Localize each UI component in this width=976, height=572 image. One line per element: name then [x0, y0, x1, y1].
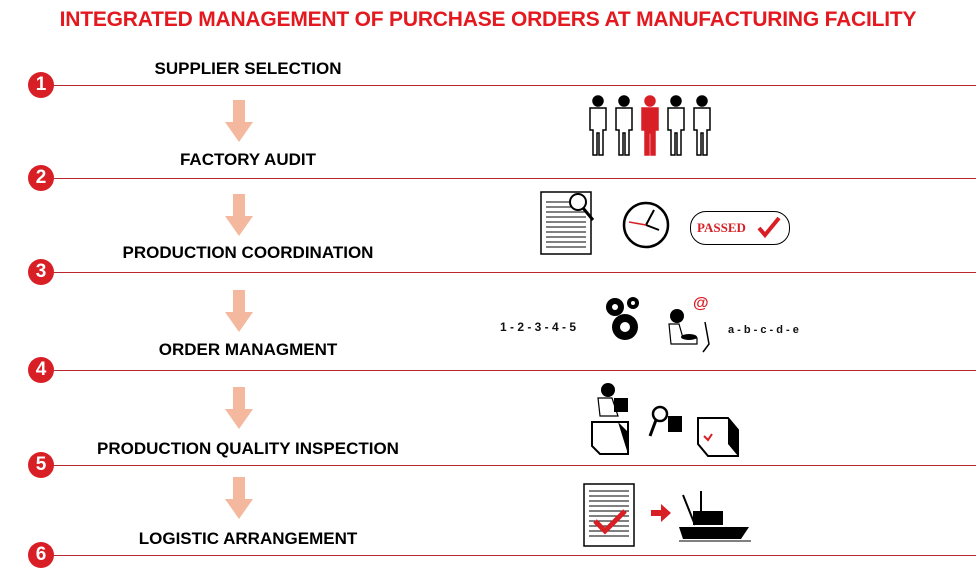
step-1-number-badge: 1 — [28, 72, 54, 98]
letter-sequence-text: a - b - c - d - e — [728, 324, 799, 336]
down-arrow-icon — [225, 387, 253, 429]
step-3-divider — [44, 272, 976, 273]
step-4-label: ORDER MANAGMENT — [158, 340, 338, 359]
step-1-label: SUPPLIER SELECTION — [154, 59, 342, 78]
step-6-number-badge: 6 — [28, 542, 54, 568]
person-at-computer-icon: @ — [668, 295, 710, 353]
step-5-divider — [44, 465, 976, 466]
step-5-number-badge: 5 — [28, 452, 54, 478]
step-5-label: PRODUCTION QUALITY INSPECTION — [97, 439, 399, 458]
down-arrow-icon — [225, 290, 253, 332]
step-6-divider — [44, 555, 976, 556]
document-search-icon — [540, 191, 595, 255]
down-arrow-icon — [225, 194, 253, 236]
down-arrow-icon — [225, 477, 253, 519]
number-sequence-text: 1 - 2 - 3 - 4 - 5 — [500, 320, 577, 334]
step-3-label: PRODUCTION COORDINATION — [122, 243, 374, 262]
step-2-label: FACTORY AUDIT — [179, 150, 316, 169]
down-arrow-icon — [225, 100, 253, 142]
gears-icon — [606, 297, 639, 340]
clock-icon — [622, 201, 670, 249]
step-4-number-badge: 4 — [28, 357, 54, 383]
checkmark-icon — [757, 216, 781, 238]
step-6-label: LOGISTIC ARRANGEMENT — [138, 529, 358, 548]
step-2-number-badge: 2 — [28, 165, 54, 191]
passed-label: PASSED — [697, 220, 746, 235]
passed-badge: PASSED — [690, 211, 790, 245]
step-4-divider — [44, 370, 976, 371]
people-selection-icon — [589, 95, 711, 156]
shipping-approval-icon — [583, 483, 751, 547]
step-2-divider — [44, 178, 976, 179]
step-3-number-badge: 3 — [28, 259, 54, 285]
email-at-icon: @ — [693, 295, 709, 312]
step-1-divider — [44, 85, 976, 86]
box-inspection-icon — [591, 383, 739, 457]
page-title: INTEGRATED MANAGEMENT OF PURCHASE ORDERS… — [59, 8, 917, 31]
